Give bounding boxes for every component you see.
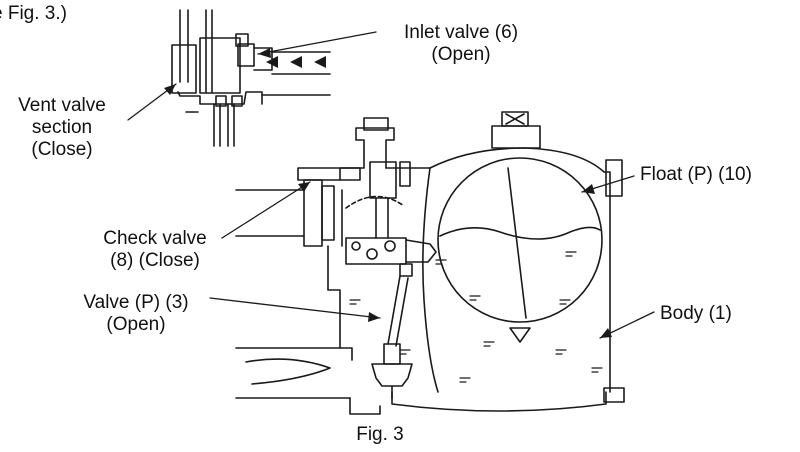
- label-check-valve: Check valve (8) (Close): [103, 228, 207, 271]
- inlet-flow-arrows: [266, 56, 326, 68]
- leader-lines: [127, 31, 655, 339]
- arrowhead-body: [600, 328, 612, 338]
- figure-caption: Fig. 3: [356, 424, 404, 445]
- leader-valve-p: [209, 297, 381, 319]
- arrowhead-check-valve: [298, 182, 310, 192]
- arrowhead-vent-valve: [164, 84, 176, 95]
- intro-text-fragment: e Fig. 3.): [0, 3, 67, 24]
- valve-linkage: [345, 161, 437, 399]
- vent-inlet-detail-inset: [171, 9, 331, 147]
- leader-inlet-valve: [257, 31, 377, 55]
- trap-body-outline: [235, 111, 625, 415]
- float-ball: [437, 157, 603, 343]
- arrowhead-inlet-valve: [258, 48, 271, 58]
- leader-arrowheads: [164, 48, 612, 338]
- arrowhead-float-p: [582, 184, 595, 194]
- label-vent-valve-section: Vent valve section (Close): [18, 95, 106, 160]
- label-float-p: Float (P) (10): [640, 164, 752, 185]
- arrowhead-valve-p: [368, 312, 380, 322]
- leader-check-valve: [221, 181, 311, 239]
- label-valve-p: Valve (P) (3) (Open): [83, 292, 189, 335]
- label-body: Body (1): [660, 303, 732, 324]
- water-level-marks: [349, 251, 603, 383]
- label-inlet-valve: Inlet valve (6) (Open): [403, 22, 519, 65]
